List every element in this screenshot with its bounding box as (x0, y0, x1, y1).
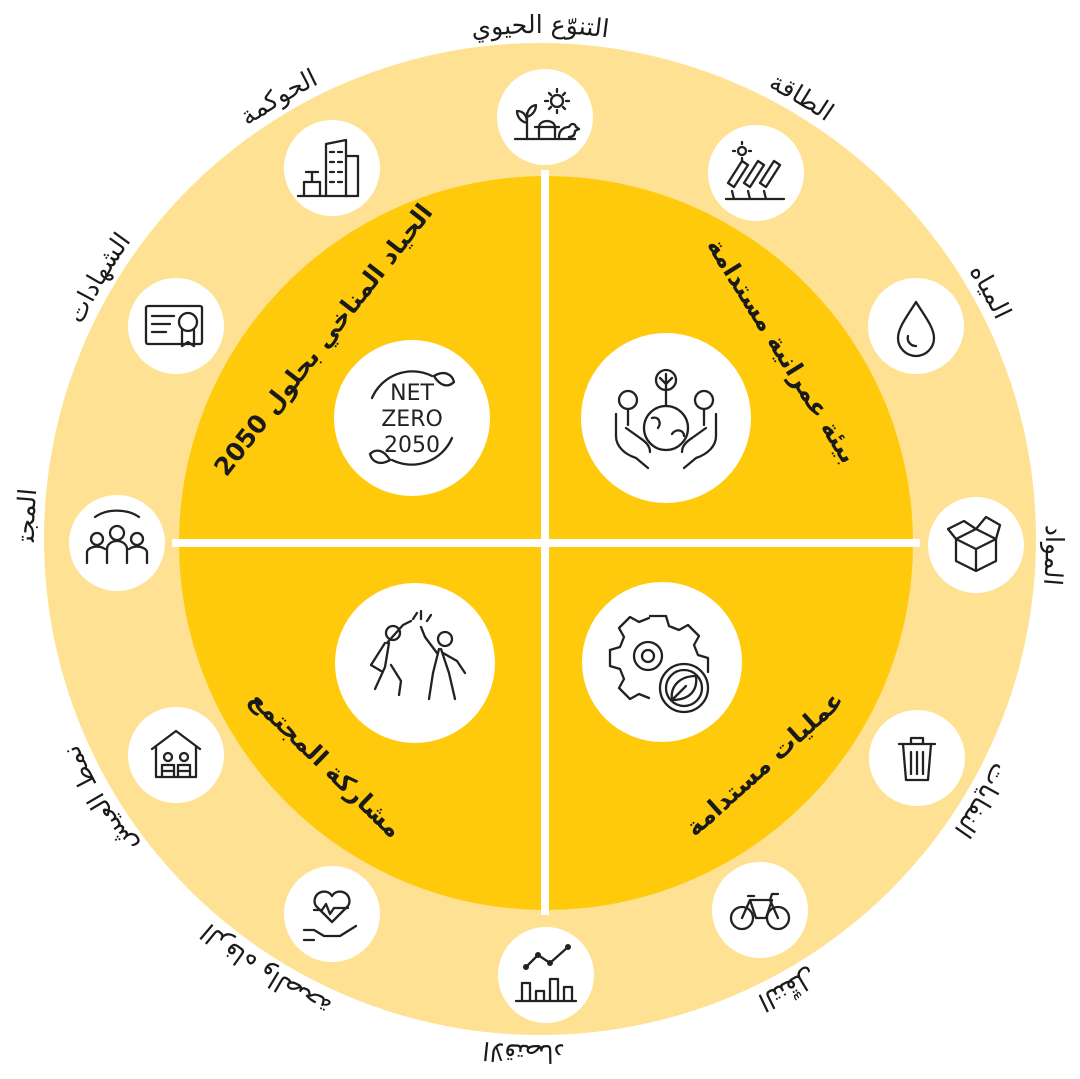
certificate-icon (128, 278, 224, 374)
horizontal-divider (172, 539, 920, 547)
net-zero-icon: NET ZERO 2050 (334, 340, 490, 496)
biodiversity-icon (497, 69, 593, 165)
solar-panels-icon (708, 125, 804, 221)
community-group-icon (69, 495, 165, 591)
gear-leaf-icon (582, 582, 742, 742)
bicycle-icon (712, 862, 808, 958)
water-drop-icon (868, 278, 964, 374)
growth-chart-icon (498, 927, 594, 1023)
outer-label-materials: المواد (1038, 525, 1069, 587)
hands-globe-trees-icon (581, 333, 751, 503)
heart-hand-icon (284, 866, 380, 962)
outer-label-biodiversity: التنوّع الحيوي (469, 10, 610, 44)
outer-label-community: المجتمع (0, 0, 42, 543)
family-home-icon (128, 707, 224, 803)
buildings-icon (284, 120, 380, 216)
net-zero-line1: NET (390, 381, 434, 406)
high-five-icon (335, 583, 495, 743)
trash-bin-icon (869, 710, 965, 806)
net-zero-line2: ZERO (381, 407, 443, 432)
outer-label-economy: الاقتصاد (481, 1036, 565, 1068)
net-zero-line3: 2050 (384, 433, 440, 458)
quadrant-icons: NET ZERO 2050 (334, 333, 751, 743)
box-icon (928, 497, 1024, 593)
outer-icons (69, 69, 1024, 1023)
